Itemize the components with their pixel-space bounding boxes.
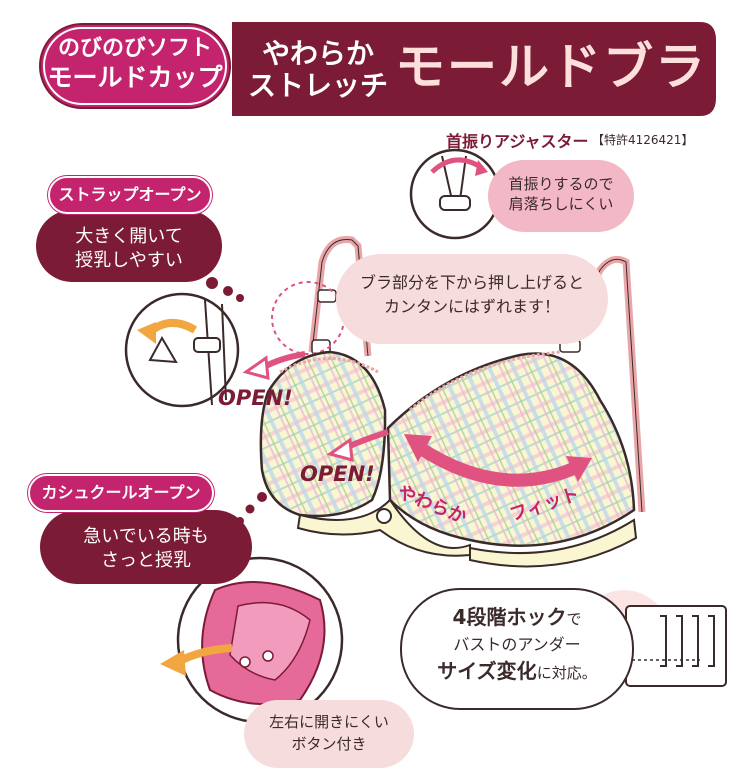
adjuster-desc-line1: 首振りするので [508, 175, 614, 193]
adjuster-patent: 【特許4126421】 [592, 133, 694, 147]
hook-line3: サイズ変化に対応。 [402, 659, 632, 684]
kashukuru-open-tag: カシュクールオープン [28, 474, 214, 512]
button-desc-line1: 左右に開きにくい [269, 713, 389, 731]
hook-emph3: サイズ変化 [437, 659, 537, 683]
adjuster-desc-bubble [488, 160, 634, 232]
push-line1: ブラ部分を下から押し上げると [359, 273, 584, 292]
adjuster-label: 首振りアジャスター [446, 132, 589, 151]
kashukuru-illustration [160, 556, 344, 724]
header-sub-line1: やわらか [261, 37, 374, 70]
strap-open-illustration [124, 292, 240, 408]
bra-body [259, 350, 638, 568]
kashukuru-desc-bubble [40, 510, 252, 584]
open-arrows [242, 351, 389, 463]
open-label-strap: OPEN! [218, 386, 293, 410]
button-desc-line2: ボタン付き [291, 735, 367, 753]
header-badge-line1: のびのびソフト [57, 36, 212, 61]
kashukuru-desc-line1: 急いでいる時も [83, 526, 209, 547]
adjuster-illustration [409, 148, 501, 240]
fit-arrow [404, 434, 592, 487]
header-badge-line2: モールドカップ [47, 63, 223, 92]
hook-line2: バストのアンダー [453, 635, 581, 654]
push-line2: カンタンにはずれます！ [383, 297, 560, 316]
kashukuru-desc-line2: さっと授乳 [101, 550, 191, 571]
open-label-cup: OPEN! [300, 462, 375, 486]
strap-desc-line2: 授乳しやすい [75, 250, 183, 271]
adjuster-desc-line2: 肩落ちしにくい [508, 195, 614, 213]
header-sub-line2: ストレッチ [248, 69, 389, 102]
header-banner [232, 22, 716, 116]
hook-tail1: で [566, 610, 582, 628]
strap-desc-bubble [36, 210, 222, 282]
hook-emph1: 4段階ホック [452, 605, 567, 629]
strap-desc-line1: 大きく開いて [75, 226, 183, 247]
hook-tail3: に対応。 [536, 664, 597, 682]
bra-straps [308, 235, 646, 513]
header-badge [39, 23, 231, 109]
push-bubble [336, 254, 608, 344]
hook-desc-bubble [400, 588, 634, 710]
strap-open-tag: ストラップオープン [48, 176, 212, 214]
hook-line1: 4段階ホックで [402, 605, 632, 630]
page-title: モールドブラ [395, 38, 707, 96]
button-desc-bubble [244, 700, 414, 768]
